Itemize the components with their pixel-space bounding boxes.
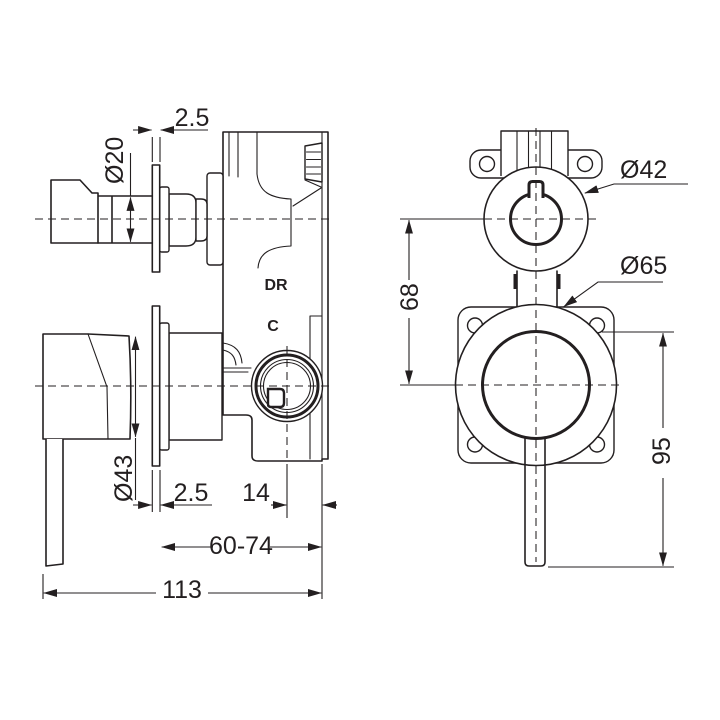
label-dr-port: DR xyxy=(264,277,288,294)
dim-diverter-trim-diameter: Ø42 xyxy=(620,156,667,184)
neck-tab-left xyxy=(513,274,517,289)
port-key-notch xyxy=(266,387,286,409)
bracket-hole-right xyxy=(576,155,594,173)
front-view: 68 95 Ø42 Ø65 xyxy=(396,128,688,568)
side-view: DR C xyxy=(35,104,337,604)
threaded-port xyxy=(304,142,323,183)
diverter-knob xyxy=(50,179,99,244)
body-neck xyxy=(513,270,561,310)
dim-outlet-offset: 14 xyxy=(242,479,270,507)
mixer-knob xyxy=(42,333,132,440)
dim-fitting-depth-range: 60-74 xyxy=(209,532,273,560)
dim-top-flange-thickness: 2.5 xyxy=(175,104,210,132)
diverter-trim xyxy=(469,130,603,272)
dim-handle-length: 95 xyxy=(648,437,676,465)
dim-centres-distance: 68 xyxy=(396,283,424,311)
neck-tab-right xyxy=(557,274,561,289)
diverter-assembly xyxy=(50,164,224,273)
dim-handle-diameter: Ø43 xyxy=(110,455,138,502)
label-c-port: C xyxy=(267,318,279,335)
valve-body: DR C xyxy=(222,131,329,462)
dim-diverter-knob-diameter: Ø20 xyxy=(101,137,129,184)
dim-mixer-trim-diameter: Ø65 xyxy=(620,252,667,280)
dim-overall-depth: 113 xyxy=(162,576,202,604)
bracket-hole-left xyxy=(478,155,496,173)
mixer-lever-front xyxy=(524,436,546,567)
dim-bottom-flange-thickness: 2.5 xyxy=(174,479,209,507)
diverter-cartridge xyxy=(168,193,197,247)
mixer-assembly xyxy=(42,305,223,567)
side-view-dimensions: 2.5 Ø20 Ø43 2.5 14 60-74 xyxy=(42,104,337,604)
diverter-shaft xyxy=(97,195,154,244)
front-view-dimensions: 68 95 Ø42 Ø65 xyxy=(396,156,688,568)
mixer-lever xyxy=(45,439,64,567)
